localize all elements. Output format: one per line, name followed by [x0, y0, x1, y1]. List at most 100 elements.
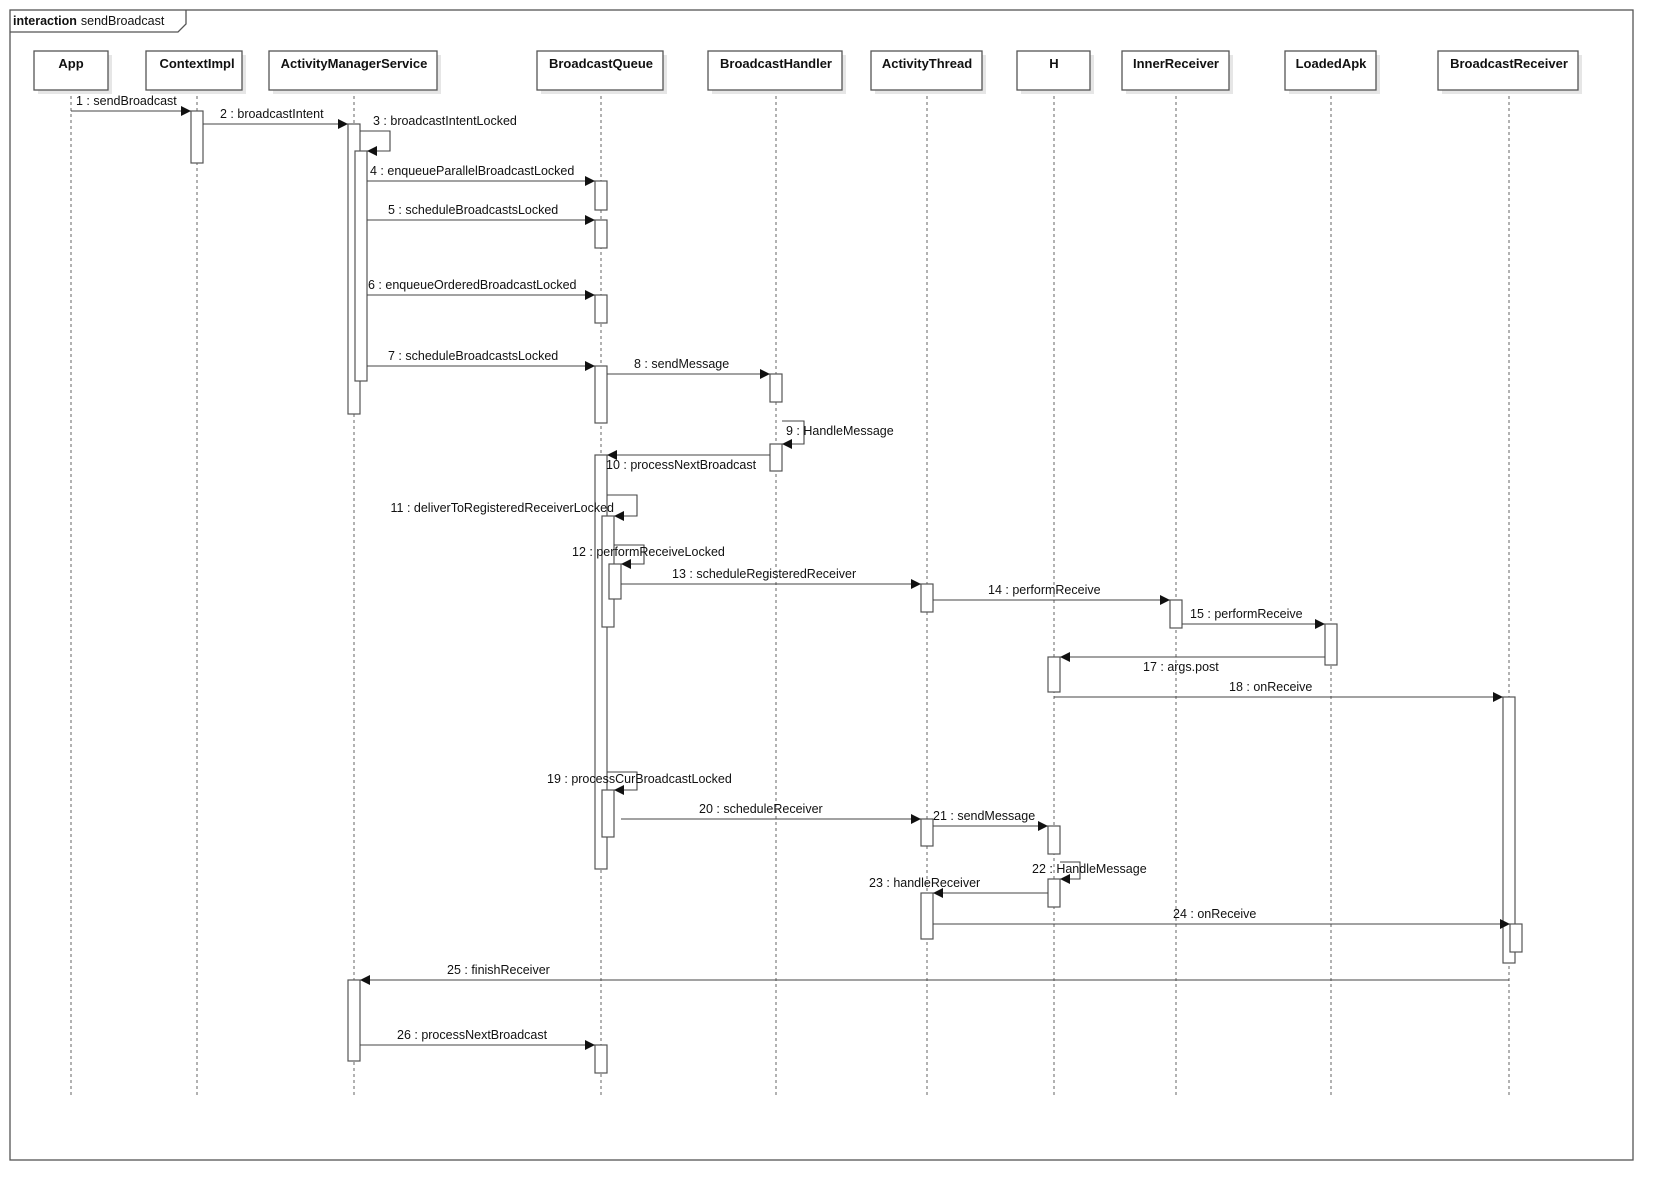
- message-label: 23 : handleReceiver: [869, 876, 980, 890]
- message-label: 19 : processCurBroadcastLocked: [547, 772, 732, 786]
- lifeline-ctx: ContextImpl: [145, 50, 246, 1098]
- lifeline-app: App: [33, 50, 112, 1098]
- lifeline-la: LoadedApk: [1284, 50, 1380, 1098]
- lifeline-box: [268, 50, 438, 91]
- messages: 1 : sendBroadcast 2 : broadcastIntent 3 : …: [71, 94, 1510, 1050]
- activation-bar-br: [1502, 696, 1516, 964]
- lifeline-name: BroadcastQueue: [549, 56, 653, 71]
- message-17: 18 : onReceive: [1054, 680, 1503, 702]
- message-label: 1 : sendBroadcast: [76, 94, 177, 108]
- message-21: 22 : HandleMessage: [1032, 861, 1147, 884]
- activation-bar-at: [920, 892, 934, 940]
- lifeline-at: ActivityThread: [870, 50, 986, 1098]
- activation-bar-bq: [594, 180, 608, 211]
- lifeline-name: InnerReceiver: [1133, 56, 1219, 71]
- lifeline-name: ContextImpl: [159, 56, 234, 71]
- activation-bar-bq: [594, 1044, 608, 1074]
- activation-bar-h: [1047, 656, 1061, 693]
- activation-bar-h: [1047, 825, 1061, 855]
- frame-border: [9, 9, 1634, 1161]
- message-label: 21 : sendMessage: [933, 809, 1035, 823]
- lifeline-ams: ActivityManagerService: [268, 50, 441, 1098]
- message-22: 23 : handleReceiver: [869, 876, 1048, 898]
- message-18: 19 : processCurBroadcastLocked: [547, 771, 732, 795]
- message-label: 13 : scheduleRegisteredReceiver: [672, 567, 856, 581]
- activation-bar-bq: [594, 365, 608, 424]
- activation-bar-h: [1047, 878, 1061, 908]
- self-message-arrow: [607, 771, 638, 795]
- message-label: 2 : broadcastIntent: [220, 107, 324, 121]
- message-2: 2 : broadcastIntent: [203, 107, 348, 129]
- message-20: 21 : sendMessage: [933, 809, 1048, 831]
- frame-name: sendBroadcast: [81, 14, 165, 28]
- lifeline-box: [870, 50, 983, 91]
- message-label: 11 : deliverToRegisteredReceiverLocked: [391, 501, 615, 515]
- message-9: 9 : HandleMessage: [782, 420, 894, 449]
- activation-bar-ctx: [190, 110, 204, 164]
- message-label: 26 : processNextBroadcast: [397, 1028, 548, 1042]
- lifeline-name: H: [1049, 56, 1058, 71]
- message-label: 12 : performReceiveLocked: [572, 545, 725, 559]
- message-8: 8 : sendMessage: [607, 357, 770, 379]
- self-message-arrow: [607, 494, 638, 521]
- message-label: 3 : broadcastIntentLocked: [373, 114, 517, 128]
- lifeline-name: LoadedApk: [1296, 56, 1368, 71]
- lifeline-name: App: [58, 56, 83, 71]
- message-label: 7 : scheduleBroadcastsLocked: [388, 349, 558, 363]
- message-11: 11 : deliverToRegisteredReceiverLocked: [391, 494, 638, 521]
- activation-bar-ams: [354, 150, 368, 382]
- lifeline-ir: InnerReceiver: [1121, 50, 1233, 1098]
- message-14: 14 : performReceive: [933, 583, 1170, 605]
- activation-bar-bq: [594, 219, 608, 249]
- lifeline-box: [1284, 50, 1377, 91]
- message-16: 17 : args.post: [1060, 652, 1325, 674]
- message-label: 22 : HandleMessage: [1032, 862, 1147, 876]
- lifeline-name: BroadcastReceiver: [1450, 56, 1568, 71]
- message-label: 24 : onReceive: [1173, 907, 1256, 921]
- activation-bar-bq: [608, 563, 622, 600]
- message-5: 5 : scheduleBroadcastsLocked: [367, 203, 595, 225]
- message-label: 25 : finishReceiver: [447, 963, 550, 977]
- lifeline-box: [145, 50, 243, 91]
- lifeline-box: [1121, 50, 1230, 91]
- activation-bar-bq: [594, 294, 608, 324]
- message-label: 5 : scheduleBroadcastsLocked: [388, 203, 558, 217]
- message-15: 15 : performReceive: [1182, 607, 1325, 629]
- lifelines: App ContextImpl ActivityManagerService Broa…: [33, 50, 1582, 1098]
- message-6: 6 : enqueueOrderedBroadcastLocked: [367, 278, 595, 300]
- message-13: 13 : scheduleRegisteredReceiver: [621, 567, 921, 589]
- activation-bar-ams: [347, 979, 361, 1062]
- lifeline-bh: BroadcastHandler: [707, 50, 846, 1098]
- message-10: 10 : processNextBroadcast: [606, 450, 770, 472]
- message-12: 12 : performReceiveLocked: [572, 544, 725, 569]
- message-label: 15 : performReceive: [1190, 607, 1303, 621]
- message-1: 1 : sendBroadcast: [71, 94, 191, 116]
- lifeline-name: ActivityThread: [882, 56, 972, 71]
- lifeline-br: BroadcastReceiver: [1437, 50, 1582, 1098]
- lifeline-box: [33, 50, 109, 91]
- activation-bar-la: [1324, 623, 1338, 666]
- lifeline-name: ActivityManagerService: [281, 56, 428, 71]
- message-4: 4 : enqueueParallelBroadcastLocked: [367, 164, 595, 186]
- lifeline-box: [1437, 50, 1579, 91]
- lifeline-box: [707, 50, 843, 91]
- message-label: 4 : enqueueParallelBroadcastLocked: [370, 164, 574, 178]
- lifeline-box: [536, 50, 664, 91]
- activation-bar-bh: [769, 373, 783, 403]
- frame-title-tab: [10, 10, 187, 33]
- activation-bar-ir: [1169, 599, 1183, 629]
- self-message-arrow: [782, 420, 805, 449]
- message-label: 18 : onReceive: [1229, 680, 1312, 694]
- message-label: 8 : sendMessage: [634, 357, 729, 371]
- activation-bar-bq: [601, 789, 615, 838]
- message-25: 26 : processNextBroadcast: [360, 1028, 595, 1050]
- message-label: 6 : enqueueOrderedBroadcastLocked: [368, 278, 577, 292]
- message-3: 3 : broadcastIntentLocked: [360, 114, 517, 156]
- lifeline-bq: BroadcastQueue: [536, 50, 667, 1098]
- message-7: 7 : scheduleBroadcastsLocked: [367, 349, 595, 371]
- lifeline-box: [1016, 50, 1091, 91]
- activation-bar-at: [920, 583, 934, 613]
